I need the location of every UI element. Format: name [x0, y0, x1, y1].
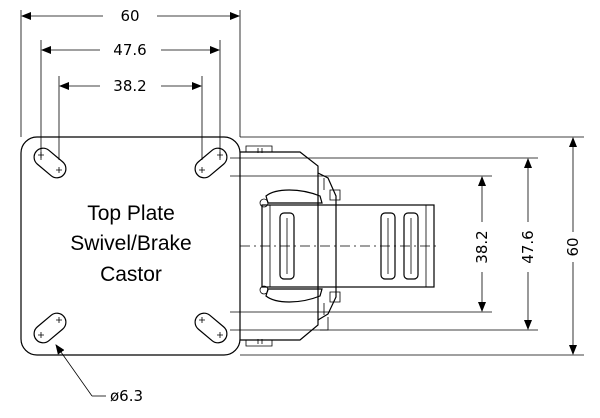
slot-hole-top-left: [33, 147, 67, 179]
dim-label-side-60: 60: [564, 237, 582, 256]
dim-label-47-6: 47.6: [113, 41, 146, 59]
dim-bolt-inner: 38.2: [59, 77, 202, 95]
dim-label-60: 60: [120, 7, 139, 25]
dim-side-outer: 47.6: [519, 158, 537, 330]
dim-side-overall: 60: [564, 137, 582, 355]
label-swivel-brake: Swivel/Brake: [70, 232, 191, 255]
dim-bolt-outer: 47.6: [41, 41, 220, 59]
slot-hole-bottom-right: [194, 312, 228, 344]
dim-label-side-47-6: 47.6: [519, 230, 537, 263]
dim-label-hole: ø6.3: [110, 387, 143, 405]
dim-label-38-2: 38.2: [113, 77, 146, 95]
dim-hole-diameter: ø6.3: [55, 344, 143, 405]
dim-label-side-38-2: 38.2: [473, 230, 491, 263]
label-castor: Castor: [100, 263, 162, 286]
slot-hole-top-right: [194, 147, 228, 179]
dim-side-inner: 38.2: [473, 176, 491, 312]
slot-hole-bottom-left: [33, 312, 67, 344]
castor-body: [240, 145, 440, 347]
dim-overall-width: 60: [21, 7, 240, 25]
label-top-plate: Top Plate: [87, 202, 175, 225]
